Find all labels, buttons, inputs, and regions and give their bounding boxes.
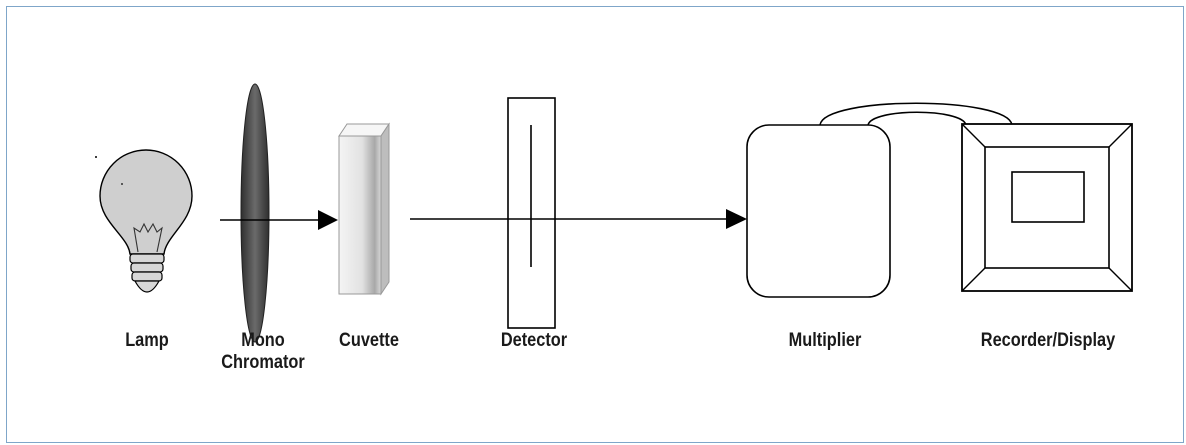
detector-label: Detector <box>500 330 568 351</box>
cable-outer <box>819 102 1013 126</box>
diagram-frame <box>6 6 1184 443</box>
speck-dot <box>95 156 97 158</box>
display-screen <box>1011 171 1085 223</box>
recorder-display-box <box>961 123 1133 292</box>
beam-arrowhead <box>318 210 338 230</box>
monochromator-label-line1: Mono <box>241 330 285 351</box>
cuvette-shape <box>338 122 390 296</box>
recorder-display-label: Recorder/Display <box>980 330 1116 351</box>
lamp-bulb <box>99 149 193 293</box>
multiplier-arrowhead <box>726 209 747 229</box>
monochromator-lens <box>240 83 270 343</box>
cable-inner <box>867 111 967 126</box>
multiplier-box <box>746 124 891 298</box>
lamp-label: Lamp <box>125 330 169 351</box>
detector-shape <box>507 97 556 329</box>
multiplier-label: Multiplier <box>788 330 862 351</box>
cuvette-label: Cuvette <box>339 330 399 351</box>
monochromator-label-line2: Chromator <box>221 352 305 373</box>
